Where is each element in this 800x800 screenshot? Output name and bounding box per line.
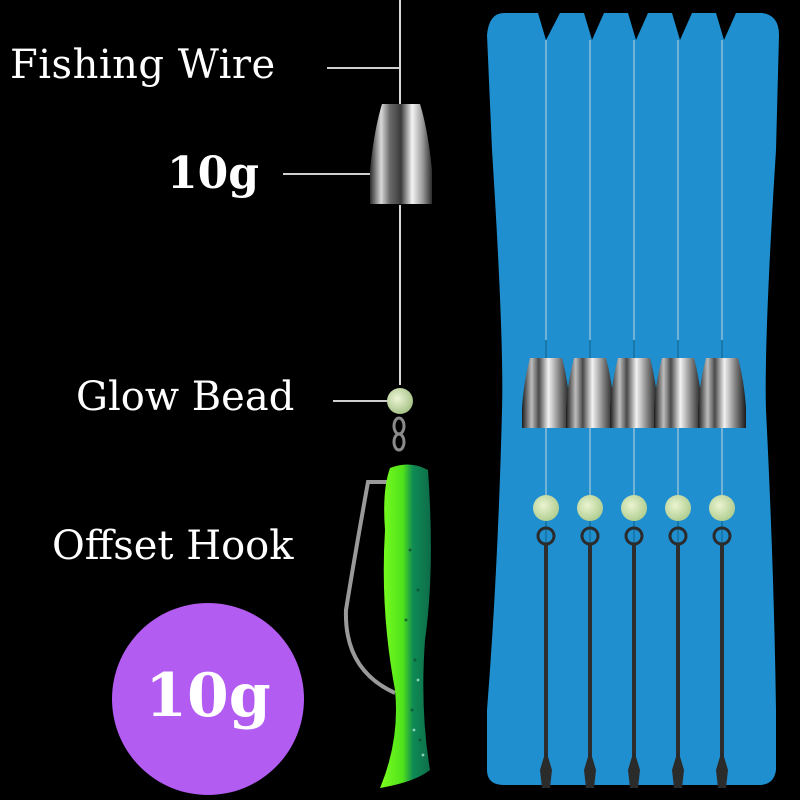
offset-hook-label: Offset Hook xyxy=(52,523,294,569)
rig-4 xyxy=(654,40,702,788)
rig-storage-board xyxy=(487,13,779,788)
leader-line-weight xyxy=(283,173,371,175)
rig-1 xyxy=(522,40,570,788)
rig-3 xyxy=(610,40,658,788)
leader-line-wire xyxy=(327,67,399,69)
rig-2 xyxy=(566,40,614,788)
weight-badge-text: 10g xyxy=(145,661,271,731)
weight-badge: 10g xyxy=(112,603,304,795)
weight-label: 10g xyxy=(167,148,259,199)
bullet-weight-icon xyxy=(370,104,432,204)
leader-line-bead xyxy=(333,400,389,402)
glow-bead-label: Glow Bead xyxy=(76,374,295,420)
fishing-wire-label: Fishing Wire xyxy=(10,42,276,88)
fishing-wire-line xyxy=(399,0,401,105)
soft-lure-with-offset-hook xyxy=(343,416,431,788)
glow-bead-icon xyxy=(387,388,413,414)
rig-5 xyxy=(698,40,746,788)
fishing-wire-line-lower xyxy=(399,205,401,385)
